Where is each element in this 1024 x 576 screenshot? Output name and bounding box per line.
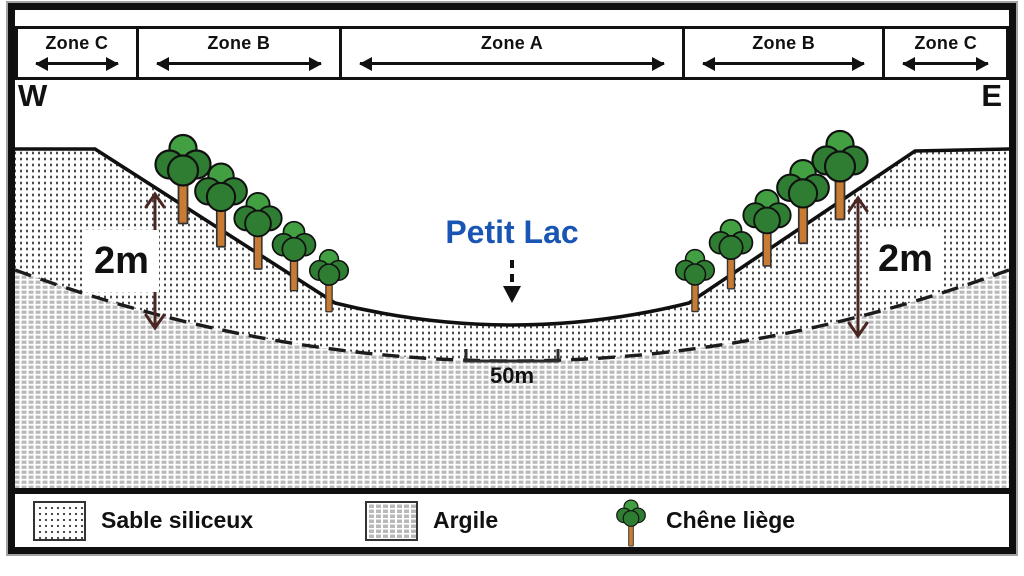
scale-bar-label: 50m	[489, 363, 535, 388]
legend-label: Chêne liège	[666, 507, 796, 533]
terrain-surface-line	[15, 147, 1009, 327]
zone-label: Zone B	[752, 33, 816, 53]
zone-label: Zone C	[914, 33, 978, 53]
lake-pointer-arrow-icon	[503, 260, 521, 303]
sand-pattern-swatch	[33, 500, 86, 541]
zone-header-zone-b-east: Zone B	[685, 29, 886, 77]
depth-arrow-right	[847, 195, 869, 339]
zone-label: Zone C	[45, 33, 109, 53]
scale-bar-bracket	[464, 349, 560, 363]
legend-item-cork-oak: Chêne liège	[611, 495, 795, 547]
depth-label-right: 2m	[868, 228, 943, 290]
double-arrow-icon	[701, 57, 865, 70]
legend-item-clay: Argile	[365, 500, 499, 541]
cork-oak-tree-icon	[616, 498, 646, 547]
zone-header-zone-a: Zone A	[342, 29, 685, 77]
legend-label: Sable siliceux	[101, 507, 254, 533]
double-arrow-icon	[155, 57, 322, 70]
legend: Sable siliceux Argile Chêne liège	[15, 488, 1009, 547]
lake-name-label: Petit Lac	[424, 204, 600, 259]
zone-header-zone-c-west: Zone C	[18, 29, 139, 77]
zone-band: Zone C Zone B Zone A Zone B Zone C	[15, 26, 1009, 80]
double-arrow-icon	[359, 57, 665, 70]
zone-header-zone-b-west: Zone B	[139, 29, 343, 77]
legend-label: Argile	[433, 507, 499, 533]
clay-pattern-swatch	[365, 500, 418, 541]
double-arrow-icon	[902, 57, 989, 70]
zone-label: Zone A	[480, 33, 544, 53]
cross-section-scene	[15, 129, 1009, 488]
depth-label-left: 2m	[84, 230, 159, 292]
compass-west-label: W	[18, 78, 48, 113]
clay-layer	[15, 270, 1009, 488]
legend-item-sand: Sable siliceux	[33, 500, 254, 541]
double-arrow-icon	[35, 57, 119, 70]
zone-label: Zone B	[207, 33, 271, 53]
zone-header-zone-c-east: Zone C	[885, 29, 1006, 77]
compass-east-label: E	[981, 78, 1002, 113]
